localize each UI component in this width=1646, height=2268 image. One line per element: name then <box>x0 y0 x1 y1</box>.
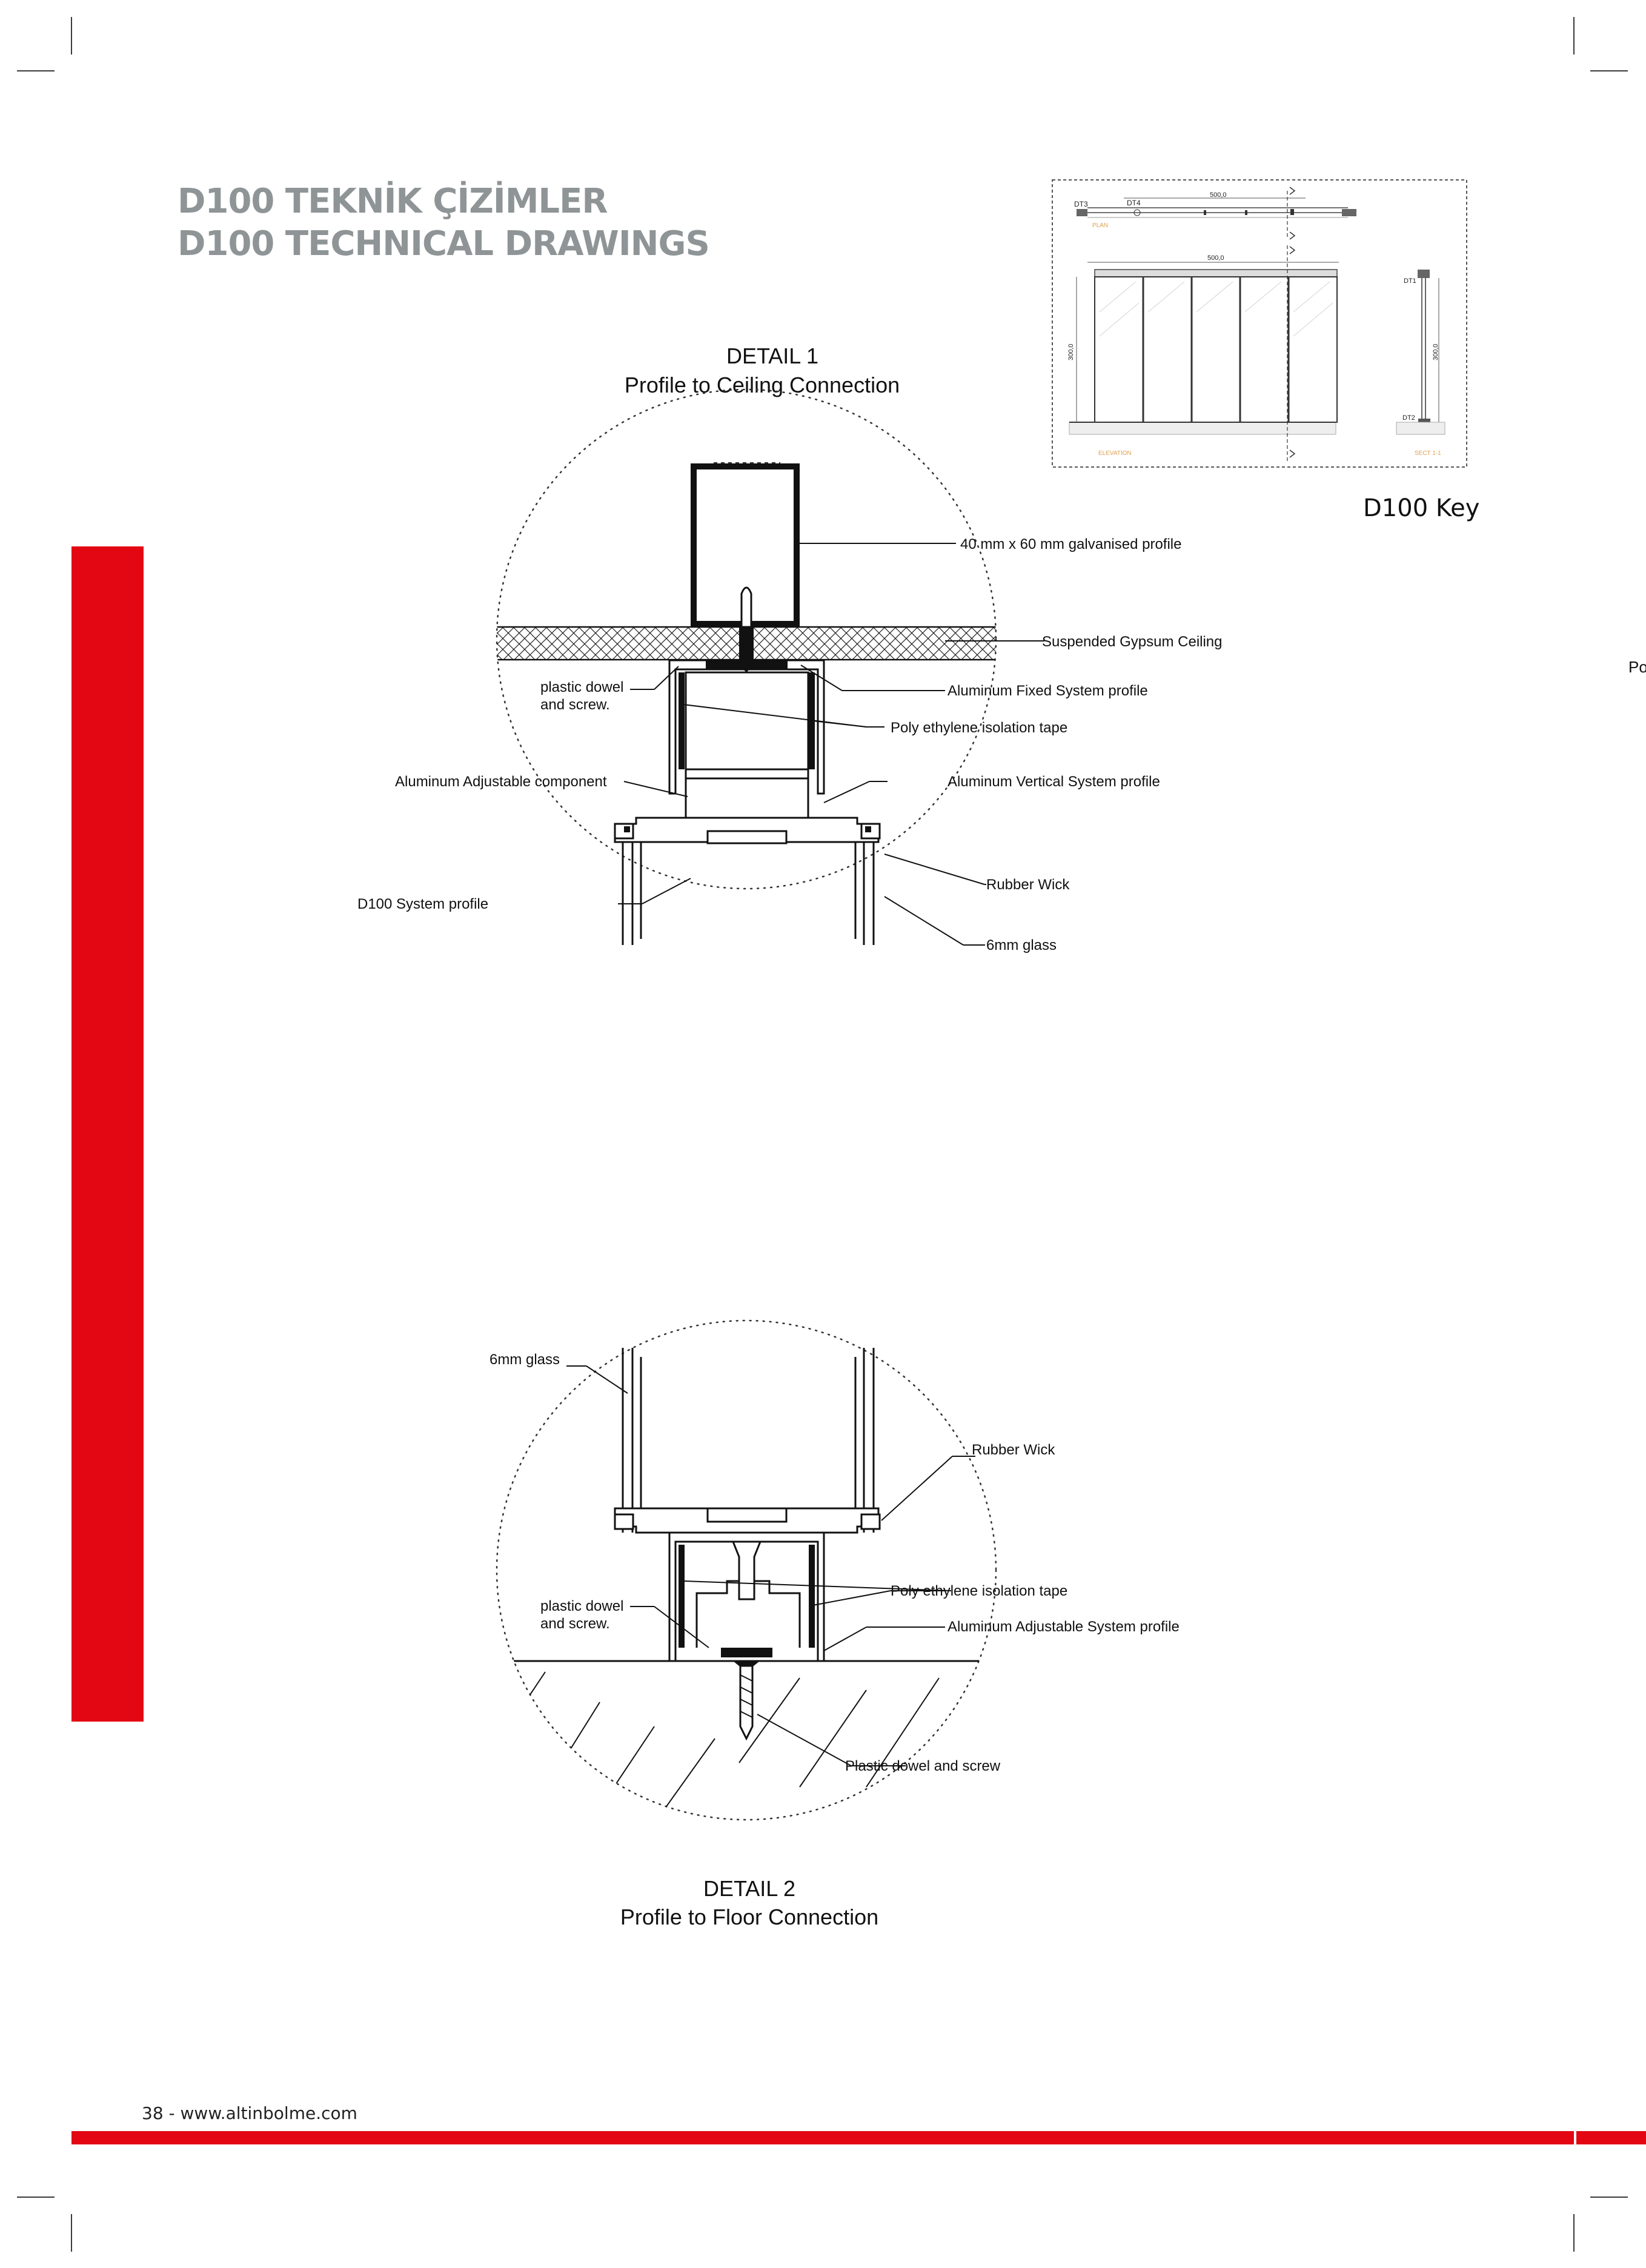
label-adjustable: Aluminum Adjustable component <box>395 774 607 790</box>
detail-2-leaders <box>566 1365 975 1766</box>
isolation-tape-right-2 <box>809 1545 815 1648</box>
detail-1-title: DETAIL 1 <box>726 343 818 368</box>
label-dowel-2-2: and screw. <box>540 1616 610 1632</box>
page-title-tr: D100 TEKNİK ÇİZİMLER <box>178 182 608 221</box>
glass-panes-2 <box>622 1348 875 1533</box>
label-dowel-1: plastic dowel <box>540 679 623 695</box>
edge-text: Po <box>1628 658 1646 676</box>
brand-sidebar-bar <box>71 546 144 1722</box>
key-label: D100 Key <box>1363 494 1480 522</box>
d100-system-profile <box>614 817 880 843</box>
label-fixed-profile: Aluminum Fixed System profile <box>947 683 1148 699</box>
crop-mark <box>17 70 55 71</box>
isolation-tape-left-2 <box>679 1545 685 1648</box>
label-plastic-dowel: Plastic dowel and screw <box>845 1758 1001 1774</box>
crop-mark <box>71 17 72 55</box>
adjustable-component <box>685 671 809 771</box>
key-plan-dim: 500,0 <box>1210 191 1227 199</box>
detail-1-drawing: DETAIL 1 Profile to Ceiling Connection <box>357 343 1223 953</box>
detail-1-leaders <box>618 543 1044 946</box>
label-isolation-tape-2: Poly ethylene isolation tape <box>891 1583 1067 1599</box>
label-dowel-2-1: plastic dowel <box>540 1598 623 1614</box>
key-elev-top-dim: 500,0 <box>1207 254 1224 262</box>
ceiling-screw-shank <box>739 627 754 660</box>
label-adjustable-2: Aluminum Adjustable System profile <box>947 1619 1180 1635</box>
label-rubber-wick-2: Rubber Wick <box>972 1442 1055 1458</box>
label-system-profile: D100 System profile <box>357 896 488 912</box>
detail-2-subtitle: Profile to Floor Connection <box>620 1905 878 1929</box>
label-vertical: Aluminum Vertical System profile <box>947 774 1160 790</box>
rubber-wick-left-2 <box>614 1513 634 1530</box>
detail-2-title: DETAIL 2 <box>703 1876 795 1901</box>
crop-mark <box>1573 2214 1575 2252</box>
crop-mark <box>17 2197 55 2198</box>
label-glass-2: 6mm glass <box>489 1351 560 1368</box>
brand-footer-bar <box>71 2131 1574 2144</box>
label-dowel-2: and screw. <box>540 697 610 713</box>
ceiling-screw <box>740 586 752 628</box>
key-dt1: DT1 <box>1404 277 1416 285</box>
label-isolation-tape: Poly ethylene isolation tape <box>891 720 1067 736</box>
key-plan-dt3: DT3 <box>1074 200 1088 208</box>
key-plan-label: PLAN <box>1092 222 1108 229</box>
crop-mark <box>1590 70 1628 71</box>
fixed-system-profile <box>668 659 825 795</box>
key-elev-left-dim: 300,0 <box>1067 343 1075 360</box>
key-section: DT1 DT2 300,0 SECT 1-1 <box>1396 270 1445 457</box>
detail-2-drawing: 6mm glass Rubber Wick Poly ethylene isol… <box>489 1319 1180 1929</box>
crop-mark <box>1590 2197 1628 2198</box>
key-elev-right-dim: 300,0 <box>1432 343 1439 360</box>
label-gypsum: Suspended Gypsum Ceiling <box>1042 634 1223 650</box>
page-title-en: D100 TECHNICAL DRAWINGS <box>178 224 710 264</box>
glass-panes <box>622 842 875 945</box>
key-dt2: DT2 <box>1402 414 1415 422</box>
key-plan: DT3 DT4 500,0 PLAN <box>1074 187 1356 240</box>
label-glass: 6mm glass <box>986 937 1057 953</box>
rubber-wick-right-2 <box>860 1513 881 1530</box>
key-sect-label: SECT 1-1 <box>1415 450 1441 457</box>
key-elevation-label: ELEVATION <box>1098 450 1132 457</box>
crop-mark <box>1573 17 1575 55</box>
label-galvanised: 40 mm x 60 mm galvanised profile <box>960 536 1181 552</box>
footer-text: 38 - www.altinbolme.com <box>142 2103 357 2123</box>
isolation-tape-left <box>679 672 685 769</box>
detail-2-circle <box>496 1319 997 1821</box>
isolation-tape-right <box>809 672 815 769</box>
detail-1-subtitle: Profile to Ceiling Connection <box>625 373 900 397</box>
label-rubber-wick: Rubber Wick <box>986 877 1070 893</box>
key-border <box>1052 179 1467 468</box>
key-elevation: 500,0 300,0 ELEVATION <box>1067 245 1339 463</box>
crop-mark <box>71 2214 72 2252</box>
key-drawing: DT3 DT4 500,0 PLAN 500,0 300,0 <box>1052 179 1467 468</box>
adjustable-system-profile <box>668 1531 825 1662</box>
brand-footer-bar-2 <box>1576 2131 1646 2144</box>
key-plan-dt4: DT4 <box>1127 199 1141 207</box>
